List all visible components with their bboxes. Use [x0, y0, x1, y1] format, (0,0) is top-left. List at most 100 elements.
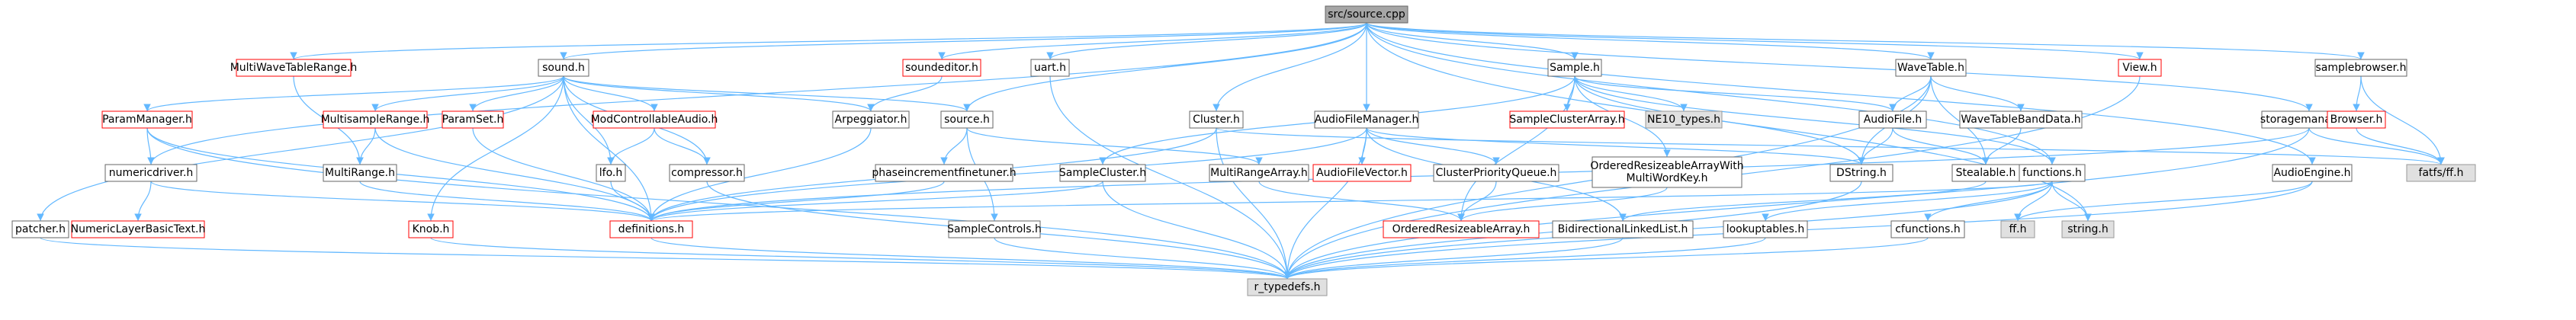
edge-root-to-cluster [1213, 22, 1367, 112]
edge-sampleclusterh-to-rtypedefs [1102, 181, 1291, 280]
node-label-wavetable: WaveTable.h [1897, 62, 1964, 74]
node-label-lookuptables: lookuptables.h [1726, 223, 1805, 235]
edge-audiofilemanager-to-clusterpriority [1366, 127, 1500, 165]
node-sampleclusterh[interactable]: SampleCluster.h [1059, 164, 1146, 182]
node-compressor[interactable]: compressor.h [669, 164, 745, 182]
node-stringh[interactable]: string.h [2061, 220, 2115, 238]
edge-sound-to-modcontrollable [563, 75, 658, 112]
node-label-audiofilevector: AudioFileVector.h [1316, 167, 1408, 179]
node-fatfs[interactable]: fatfs/ff.h [2406, 164, 2476, 182]
node-cluster[interactable]: Cluster.h [1189, 110, 1244, 129]
node-box-phaseincrement [875, 164, 1013, 182]
node-knob[interactable]: Knob.h [408, 220, 454, 238]
node-samplebrowser[interactable]: samplebrowser.h [2314, 59, 2407, 77]
edge-sample-to-functions [1574, 75, 2056, 165]
node-stealable[interactable]: Stealable.h [1951, 164, 2020, 182]
edge-sample-to-sampleclusterarray [1563, 75, 1575, 112]
node-ne10[interactable]: NE10_types.h [1645, 110, 1723, 129]
node-multisamplerange[interactable]: MultisampleRange.h [321, 110, 430, 129]
node-box-definitions [609, 220, 693, 238]
node-bidirectional[interactable]: BidirectionalLinkedList.h [1552, 220, 1694, 238]
node-uart[interactable]: uart.h [1030, 59, 1070, 77]
node-audiofilemanager[interactable]: AudioFileManager.h [1314, 110, 1419, 129]
edge-cluster-to-fatfs [1216, 127, 2445, 165]
node-modcontrollable[interactable]: ModControllableAudio.h [591, 110, 718, 129]
node-cfunctions[interactable]: cfunctions.h [1890, 220, 1965, 238]
node-ffh[interactable]: ff.h [2000, 220, 2035, 238]
node-box-sampleclusterh [1059, 164, 1146, 182]
node-label-multirange: MultiRange.h [325, 167, 395, 179]
node-box-root [1325, 5, 1408, 24]
node-wavetable[interactable]: WaveTable.h [1895, 59, 1967, 77]
node-parammanager[interactable]: ParamManager.h [101, 110, 193, 129]
node-box-wavetablebanddata [1959, 110, 2083, 129]
edge-root-to-uart [1046, 22, 1367, 60]
node-orderedarray[interactable]: OrderedResizeableArray.h [1383, 220, 1540, 238]
node-audioengine[interactable]: AudioEngine.h [2272, 164, 2353, 182]
edge-modcontrollable-to-lfo [607, 127, 655, 165]
node-definitions[interactable]: definitions.h [609, 220, 693, 238]
node-source[interactable]: source.h [940, 110, 994, 129]
node-audiofilevector[interactable]: AudioFileVector.h [1312, 164, 1412, 182]
node-label-modcontrollable: ModControllableAudio.h [591, 114, 718, 126]
edge-sound-to-lfo [563, 75, 615, 165]
node-lookuptables[interactable]: lookuptables.h [1723, 220, 1808, 238]
node-root[interactable]: src/source.cpp [1325, 5, 1408, 24]
edge-audioengine-to-ffh [2014, 181, 2313, 222]
edge-functions-to-definitions [647, 181, 2053, 222]
node-functions[interactable]: functions.h [2019, 164, 2086, 182]
node-sampleclusterarray[interactable]: SampleClusterArray.h [1509, 110, 1625, 129]
node-patcher[interactable]: patcher.h [11, 220, 69, 238]
node-label-view: View.h [2122, 62, 2157, 74]
node-arpeggiator[interactable]: Arpeggiator.h [832, 110, 910, 129]
edge-samplebrowser-to-fatfs [2360, 75, 2445, 165]
node-multirange[interactable]: MultiRange.h [323, 164, 397, 182]
edges-layer [37, 22, 2445, 280]
node-phaseincrement[interactable]: phaseincrementfinetuner.h [872, 164, 1017, 182]
node-soundeditor[interactable]: soundeditor.h [902, 59, 981, 77]
edge-root-to-sound [560, 22, 1367, 60]
node-label-audiofile: AudioFile.h [1864, 114, 1922, 126]
node-box-ffh [2000, 220, 2035, 238]
node-dstring[interactable]: DString.h [1829, 164, 1893, 182]
node-label-source: source.h [944, 114, 990, 126]
node-label-lfo: lfo.h [599, 167, 622, 179]
edge-functions-to-cfunctions [1924, 181, 2053, 222]
node-box-view [2118, 59, 2162, 77]
node-label-sampleclusterh: SampleCluster.h [1059, 167, 1146, 179]
edge-sound-to-arpeggiator [563, 75, 875, 112]
node-view[interactable]: View.h [2118, 59, 2162, 77]
node-box-sample [1547, 59, 1602, 77]
node-numericdriver[interactable]: numericdriver.h [104, 164, 198, 182]
edge-sound-to-patcher [37, 75, 564, 222]
node-samplecontrols[interactable]: SampleControls.h [947, 220, 1042, 238]
node-numericlayer[interactable]: NumericLayerBasicText.h [71, 220, 206, 238]
node-label-ffh: ff.h [2009, 223, 2027, 235]
node-box-numericlayer [71, 220, 205, 238]
node-box-uart [1030, 59, 1070, 77]
node-label-sample: Sample.h [1550, 62, 1600, 74]
node-sample[interactable]: Sample.h [1547, 59, 1602, 77]
node-box-audiofilemanager [1314, 110, 1419, 129]
edge-samplecontrols-to-rtypedefs [994, 237, 1291, 280]
node-multiwave[interactable]: MultiWaveTableRange.h [230, 59, 358, 77]
node-multirangearray[interactable]: MultiRangeArray.h [1209, 164, 1309, 182]
edge-arpeggiator-to-definitions [647, 127, 872, 222]
node-paramset[interactable]: ParamSet.h [442, 110, 504, 129]
node-wavetablebanddata[interactable]: WaveTableBandData.h [1959, 110, 2083, 129]
edge-sound-to-source [563, 75, 971, 112]
node-sound[interactable]: sound.h [538, 59, 589, 77]
node-audiofile[interactable]: AudioFile.h [1858, 110, 1927, 129]
node-clusterpriority[interactable]: ClusterPriorityQueue.h [1433, 164, 1559, 182]
node-browser[interactable]: Browser.h [2327, 110, 2386, 129]
edge-sound-to-parammanager [143, 75, 564, 112]
node-rtypedefs[interactable]: r_typedefs.h [1247, 278, 1328, 296]
node-box-parammanager [101, 110, 193, 129]
edge-wavetable-to-stealable [1930, 75, 1990, 165]
node-box-bidirectional [1552, 220, 1694, 238]
node-label-numericdriver: numericdriver.h [109, 167, 194, 179]
edge-lookuptables-to-rtypedefs [1283, 237, 1766, 280]
node-label-functions: functions.h [2022, 167, 2082, 179]
node-lfo[interactable]: lfo.h [596, 164, 626, 182]
